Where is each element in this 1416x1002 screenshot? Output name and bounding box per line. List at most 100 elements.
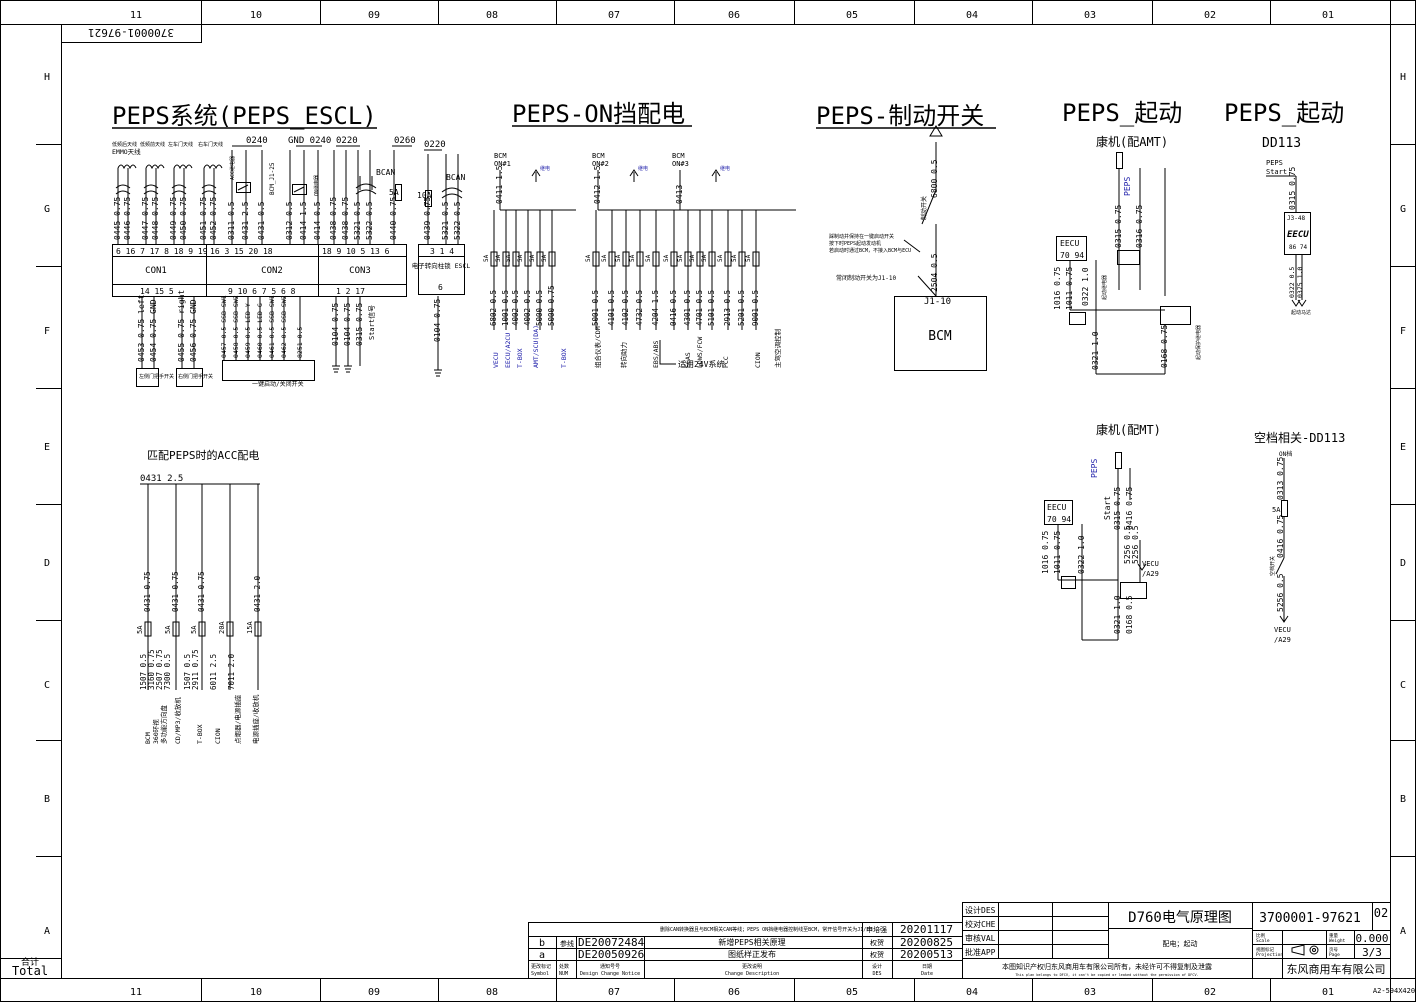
con3-pins-top: 18 9 10 5 13 6 — [322, 247, 390, 256]
tb-weight-2: Weight — [1329, 938, 1346, 944]
acc-drop-wire: 6011 2.5 — [209, 654, 218, 690]
sub-start-amt: 康机(配AMT) — [1096, 134, 1168, 149]
on-fuse: 5A — [585, 254, 592, 262]
tb-head-notice-1: 通知号号 — [600, 963, 620, 970]
antenna-top: EMMO天线 — [112, 147, 141, 156]
door-wire-label: 0454 0.75 GND — [149, 299, 158, 362]
on-drop-wire: 4204 1.5 — [651, 290, 660, 326]
title-peps-brake: PEPS-制动开关 — [816, 102, 984, 130]
on-relay — [292, 184, 307, 195]
amt-eecu-1: EECU — [1060, 239, 1079, 248]
escl-pin6: 6 — [438, 283, 443, 292]
row-marker-right: C — [1400, 680, 1406, 691]
amt-wire-label: 0315 0.75 — [1114, 204, 1123, 248]
on-group-relay: 继电 — [720, 165, 730, 172]
mt-wire-label: 5256 0.5 — [1123, 525, 1132, 564]
neutral-on: ON档 — [1279, 450, 1292, 458]
on-drop-wire: 4732 0.5 — [635, 290, 644, 326]
antenna-wire-label: 0445 0.75 — [113, 196, 122, 240]
acc-dest: 多功能方向盘 — [159, 705, 168, 745]
on-fuse: 5A — [615, 254, 622, 262]
on-drop-wire: 2913 0.5 — [723, 290, 732, 326]
row-marker-left: A — [44, 926, 50, 937]
column-marker-top: 10 — [250, 10, 262, 21]
on-drop-wire: 5201 0.5 — [737, 290, 746, 326]
tb-rev-b-ecn: DE20072484 — [578, 936, 645, 949]
tb-proj-1: 视图标记 — [1256, 946, 1274, 953]
dd-wire3: 0375 1.0 — [1296, 267, 1304, 298]
amt-wire-label: 0316 0.75 — [1135, 204, 1144, 248]
tb-head-notice-2: Design Change Notice — [580, 971, 640, 977]
start-amt-section — [1056, 152, 1191, 375]
column-marker-top: 04 — [966, 10, 978, 21]
neutral-vecu-2: /A29 — [1274, 636, 1291, 644]
dd-eecu-nums: 86 74 — [1289, 244, 1307, 251]
tb-head-date-1: 日期 — [922, 964, 932, 970]
led-wire-label: 0457 0.5 SSB SW1 — [220, 295, 228, 358]
on-dest-label: T-BOX — [516, 348, 524, 368]
con3-wire-label: 5322 0.5 — [365, 201, 374, 240]
dd-peps: PEPS — [1266, 159, 1283, 167]
on-fuse: 5A — [701, 254, 708, 262]
acc-fuse: 5A — [190, 625, 198, 634]
row-marker-left: H — [44, 72, 50, 83]
on-drop-wire: 9001 0.5 — [751, 290, 760, 326]
tb-head-desc-1: 更改说明 — [742, 963, 762, 970]
dd-wire2: 0322 0.5 — [1288, 267, 1296, 298]
tb-top-date: 20201117 — [900, 923, 953, 936]
escl-wire-label: 0439 0.75 — [423, 196, 432, 240]
column-marker-bottom: 11 — [130, 987, 142, 998]
mt-wire-label: 5256 0.5 — [1131, 525, 1140, 564]
tb-page-2: Page — [1329, 952, 1340, 958]
row-marker-right: H — [1400, 72, 1406, 83]
con3-wire-label: 0438 0.75 — [329, 196, 338, 240]
on-group-head: ON#3 — [672, 160, 689, 168]
on-group-wire: 0413 — [675, 185, 684, 204]
column-marker-bottom: 10 — [250, 987, 262, 998]
on-dest-label: VECU — [492, 352, 500, 368]
column-marker-bottom: 09 — [368, 987, 380, 998]
con2-pins-bot: 9 10 6 7 5 6 8 — [228, 287, 296, 296]
tb-scale-1: 比例 — [1256, 932, 1265, 939]
sub-start-mt: 康机(配MT) — [1096, 422, 1161, 437]
neutral-labels: ON档 0313 0.75 5A 0416 0.75 空档开关 5256 0.5… — [1269, 450, 1292, 644]
on-drop-wire: 5101 0.5 — [707, 290, 716, 326]
mt-wire-label: 1011 0.75 — [1053, 530, 1062, 574]
tb-rev-a-code: a — [539, 950, 545, 961]
on-fuse: 5A — [745, 254, 752, 262]
column-marker-top: 05 — [846, 10, 858, 21]
brake-note-3: 若启动时通过BCM，不接入BCM与ECU — [829, 247, 911, 254]
door-switch-right: 右侧门把手开关 — [178, 373, 213, 380]
on-fuse: 5A — [629, 254, 636, 262]
acc-dest: 电源插座/收放机 — [251, 694, 260, 744]
brake-wire-bcm: 2504 0.5 — [930, 253, 939, 292]
led-wire-label: 0462 0.5 SSB SW2 — [280, 295, 288, 358]
con3-bot-wire-label: 0104 0.75 — [343, 302, 352, 346]
antenna-label: 低频后天线 — [112, 141, 137, 148]
title-peps-start-dd: PEPS_起动 — [1224, 99, 1344, 127]
acc-relay — [236, 182, 251, 193]
acc-fuse: 5A — [136, 625, 144, 634]
amt-relay1: 起动继电器 — [1101, 275, 1108, 300]
row-marker-left: F — [44, 326, 50, 337]
on-fuse: 5A — [645, 254, 652, 262]
tb-rev-a-by: 权贺 — [870, 950, 884, 959]
column-marker-bottom: 06 — [728, 987, 740, 998]
on-fuse: 5A — [495, 254, 502, 262]
column-marker-bottom: 01 — [1322, 987, 1334, 998]
bcm-label: BCM — [928, 329, 952, 344]
dd-start: Start — [1266, 168, 1287, 176]
on-fuse: 5A — [483, 254, 490, 262]
tb-rev-a-date: 20200513 — [900, 948, 953, 961]
neutral-fuse: 5A — [1272, 506, 1281, 514]
on-dest-label: LDWS/FCW — [696, 337, 704, 368]
acc-drop-wire: 7300 0.5 — [163, 654, 172, 690]
on-fuse: 5A — [717, 254, 724, 262]
sub-neutral: 空档相关-DD113 — [1254, 431, 1345, 445]
con3-wire-label: 0440 0.75 — [389, 196, 398, 240]
